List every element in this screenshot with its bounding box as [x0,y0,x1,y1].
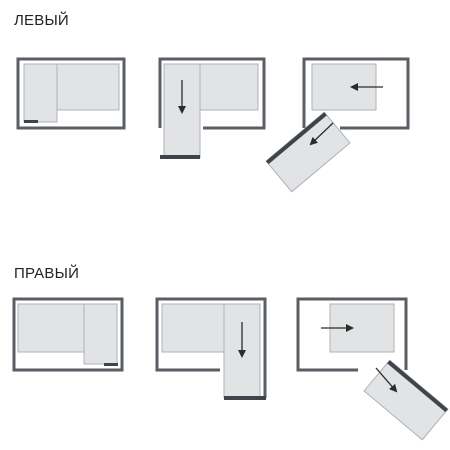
arrow-diagonal-icon [375,367,398,393]
right-diagram-pull-down [155,297,267,400]
section-label-left: ЛЕВЫЙ [14,12,69,29]
cabinet-frame [16,57,126,130]
shelf-handle [24,120,38,123]
cabinet-frame [302,57,410,130]
right-diagram-both-out [296,297,449,441]
left-diagram-closed [16,57,126,130]
cabinet-frame [12,297,124,372]
rear-shelf [161,303,225,353]
section-label-right: ПРАВЫЙ [14,265,80,282]
cabinet-frame [158,57,266,130]
left-diagram-both-out [265,57,410,193]
rear-shelf [56,63,120,111]
shelf-edge [387,360,448,413]
arrow-diagonal-icon [309,122,334,146]
rear-shelf [17,303,87,353]
front-shelf [23,63,58,123]
shelf-edge [266,112,327,165]
cabinet-frame [155,297,267,398]
right-diagram-closed [12,297,124,372]
shelf-handle [104,363,118,366]
front-shelf [83,303,118,365]
cabinet-frame [296,297,408,372]
shelf-handle [224,396,266,400]
rear-shelf [199,63,259,111]
shelf-handle [160,155,200,159]
left-diagram-pull-down [158,57,266,159]
